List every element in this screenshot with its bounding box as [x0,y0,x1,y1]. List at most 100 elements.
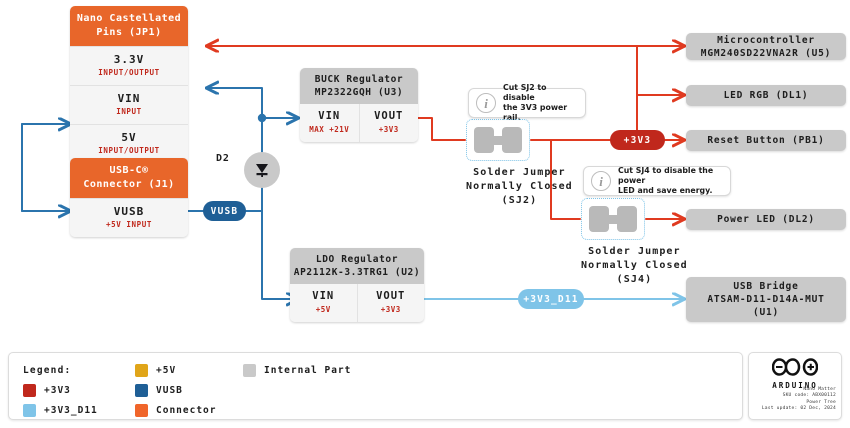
arduino-infinity-icon [771,358,819,376]
jumper-pad-right [617,206,637,232]
part-line1: LED RGB (DL1) [723,90,809,101]
callout-sj2: i Cut SJ2 to disable the 3V3 power rail. [468,83,586,122]
pin-direction: INPUT/OUTPUT [98,68,160,77]
solder-jumper-sj2[interactable]: Solder Jumper Normally Closed (SJ2) [466,119,573,208]
arduino-brand: ARDUINO [772,381,818,390]
jumper-pads[interactable] [466,119,530,161]
legend-swatch [243,364,256,377]
part-line1: Microcontroller [717,34,815,46]
callout-line2: the 3V3 power rail. [503,103,568,122]
callout-sj4: i Cut SJ4 to disable the power LED and s… [583,166,731,196]
pin-row-vin[interactable]: VIN INPUT [70,85,188,124]
block-title-line1: USB-C® [109,165,149,176]
pin-vin[interactable]: VIN +5V [290,284,357,322]
pin-direction: INPUT [116,107,142,116]
pin-name: VIN [312,290,335,302]
block-buck-regulator[interactable]: BUCK Regulator MP2322GQH (U3) VIN MAX +2… [300,68,418,142]
info-icon: i [591,171,611,191]
block-ldo-regulator[interactable]: LDO Regulator AP2112K-3.3TRG1 (U2) VIN +… [290,248,424,322]
pin-rating: +5V [315,305,331,314]
jumper-bridge [494,135,502,145]
block-title-line2: Pins (JP1) [96,27,162,38]
block-power-led[interactable]: Power LED (DL2) [686,209,846,230]
legend-swatch [23,404,36,417]
legend-item-internal-part: Internal Part [243,364,351,377]
jumper-pads[interactable] [581,198,645,240]
jumper-bridge [609,214,617,224]
caption-line1: Solder Jumper [588,246,681,257]
block-reset-button[interactable]: Reset Button (PB1) [686,130,846,151]
legend-label: Connector [156,405,217,416]
block-title: USB-C® Connector (J1) [70,158,188,198]
legend-label: VUSB [156,385,183,396]
meta-last-update: Last update: 02 Dec, 2024 [761,406,836,412]
caption-line3: (SJ2) [501,195,538,206]
callout-line1: Cut SJ4 to disable the power [618,166,714,185]
pin-name: VOUT [376,290,406,302]
pin-name: VOUT [374,110,404,122]
part-line2: ATSAM-D11-D14A-MUT [707,294,825,305]
callout-text: Cut SJ4 to disable the power LED and sav… [618,166,721,196]
pin-rating: MAX +21V [309,125,350,134]
diode-label: D2 [216,153,230,164]
pin-vout[interactable]: VOUT +3V3 [356,284,424,322]
jumper-caption: Solder Jumper Normally Closed (SJ2) [466,166,573,208]
block-nano-castellated-pins[interactable]: Nano Castellated Pins (JP1) 3.3V INPUT/O… [70,6,188,163]
block-title-line2: Connector (J1) [83,179,175,190]
jumper-caption: Solder Jumper Normally Closed (SJ4) [581,245,688,287]
legend-label: Internal Part [264,365,352,376]
pin-name: 3.3V [113,53,145,66]
pin-name: VIN [117,92,141,105]
pin-rating: +3V3 [378,125,399,134]
part-line1: Reset Button (PB1) [707,135,825,146]
block-microcontroller[interactable]: Microcontroller MGM240SD22VNA2R (U5) [686,33,846,60]
net-label-vusb: VUSB [203,201,246,221]
net-label-3v3: +3V3 [610,130,665,150]
part-line1: USB Bridge [733,281,799,292]
legend-swatch [23,384,36,397]
block-title-line2: AP2112K-3.3TRG1 (U2) [293,267,421,278]
solder-jumper-sj4[interactable]: Solder Jumper Normally Closed (SJ4) [581,198,688,287]
part-line1: Power LED (DL2) [717,214,815,225]
pin-name: 5V [121,131,137,144]
pin-row-5v[interactable]: 5V INPUT/OUTPUT [70,124,188,163]
pin-vin[interactable]: VIN MAX +21V [300,104,359,142]
legend-item-3v3-d11: +3V3_D11 [23,404,135,417]
arduino-metadata: Nano Matter SKU code: ABX00112 Power Tre… [762,387,836,413]
callout-line2: LED and save energy. [618,186,713,195]
pin-container: VIN +5V VOUT +3V3 [290,284,424,322]
block-title-line1: BUCK Regulator [314,74,404,85]
caption-line2: Normally Closed [581,260,688,271]
block-usb-bridge[interactable]: USB Bridge ATSAM-D11-D14A-MUT (U1) [686,277,846,322]
arduino-logo: ARDUINO [771,358,819,390]
jumper-pad-left [589,206,609,232]
legend-item-5v: +5V [135,364,243,377]
pin-row-vusb[interactable]: VUSB +5V INPUT [70,198,188,237]
pin-vout[interactable]: VOUT +3V3 [358,104,418,142]
block-usb-c-connector[interactable]: USB-C® Connector (J1) VUSB +5V INPUT [70,158,188,237]
callout-text: Cut SJ2 to disable the 3V3 power rail. [503,83,576,123]
legend-label: +3V3_D11 [44,405,98,416]
block-led-rgb[interactable]: LED RGB (DL1) [686,85,846,106]
legend-swatch [135,404,148,417]
meta-product: Nano Matter [803,387,836,392]
meta-doc-type: Power Tree [806,399,836,405]
arduino-title-block: ARDUINO Nano Matter SKU code: ABX00112 P… [748,352,842,420]
legend-panel: Legend: +5V Internal Part +3V3 VUSB +3V3… [8,352,743,420]
net-label-3v3-d11: +3V3_D11 [518,289,584,309]
pin-rating: +3V3 [380,305,401,314]
block-title: LDO Regulator AP2112K-3.3TRG1 (U2) [290,248,424,284]
pin-name: VUSB [113,205,145,218]
legend-title: Legend: [23,365,72,376]
pin-direction: +5V INPUT [105,220,153,229]
pin-row-3v3[interactable]: 3.3V INPUT/OUTPUT [70,46,188,85]
legend-grid: Legend: +5V Internal Part +3V3 VUSB +3V3… [23,362,351,419]
block-title-line2: MP2322GQH (U3) [314,87,404,98]
block-title: Nano Castellated Pins (JP1) [70,6,188,46]
legend-item-vusb: VUSB [135,384,243,397]
wire-junction-vusb [257,113,267,123]
pin-name: VIN [318,110,341,122]
legend-label: +3V3 [44,385,71,396]
